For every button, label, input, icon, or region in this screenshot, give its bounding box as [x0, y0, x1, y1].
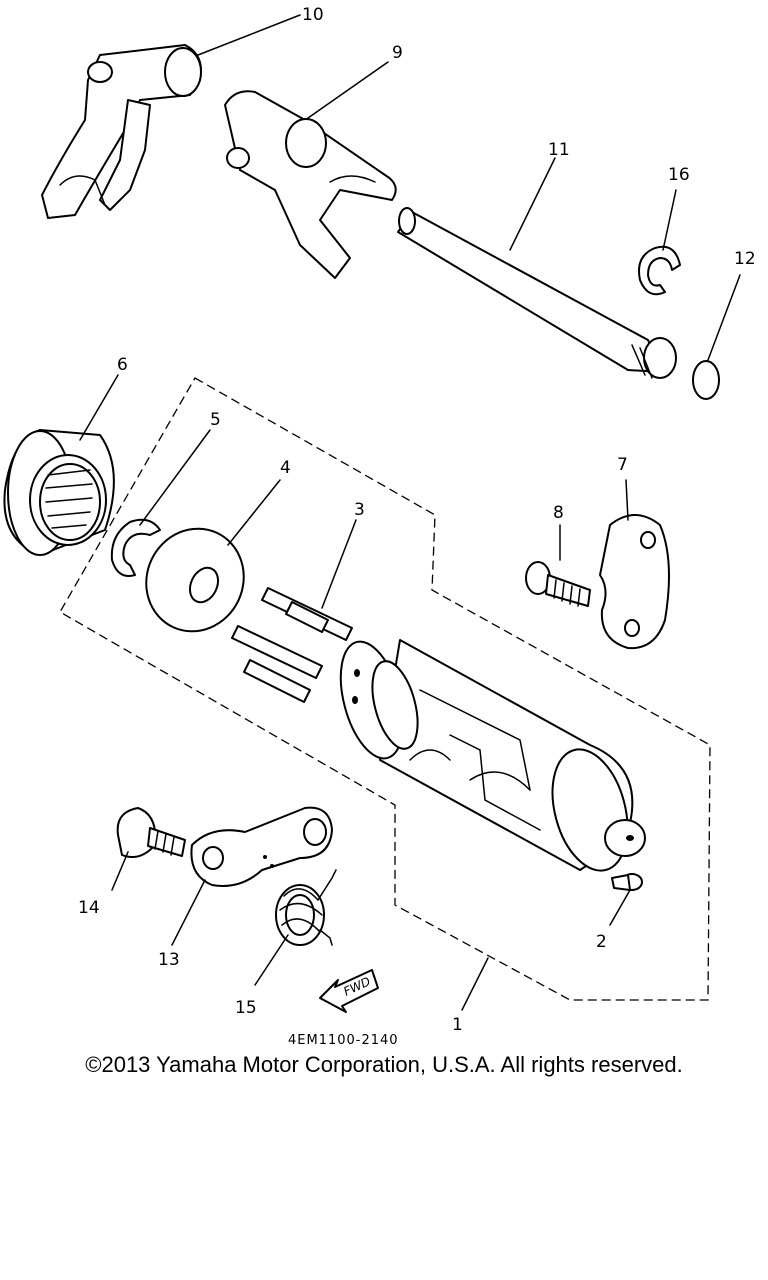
washer-4	[145, 527, 245, 633]
shift-fork-10	[41, 44, 202, 219]
callout-14: 14	[78, 898, 100, 918]
callout-8: 8	[553, 503, 564, 523]
circlip-16	[638, 245, 681, 296]
spring-15	[275, 869, 337, 946]
washer-12	[692, 360, 720, 400]
shift-cam-fork-exploded-diagram: FWD 10 9 11 16 12 6 5 4 3 7 8 14 13 15 2…	[3, 5, 756, 1048]
callout-3: 3	[354, 500, 365, 520]
callout-15: 15	[235, 998, 257, 1018]
stopper-plate-7	[599, 514, 670, 650]
callout-7: 7	[617, 455, 628, 475]
pins-3	[231, 587, 353, 703]
drawing-code: 4EM1100-2140	[288, 1033, 399, 1048]
pin-2	[611, 873, 643, 891]
callout-13: 13	[158, 950, 180, 970]
leader-lines	[79, 14, 741, 1011]
bolt-8	[525, 561, 591, 607]
callout-2: 2	[596, 932, 607, 952]
callout-1: 1	[452, 1015, 463, 1035]
shift-fork-9	[224, 90, 397, 279]
callout-11: 11	[548, 140, 570, 160]
bearing-6	[3, 429, 115, 556]
assembly-boundary-1	[59, 377, 711, 1001]
callout-5: 5	[210, 410, 221, 430]
bolt-14	[116, 807, 186, 858]
fwd-arrow: FWD	[319, 969, 379, 1013]
guide-bar-11	[397, 207, 677, 379]
callout-6: 6	[117, 355, 128, 375]
copyright-notice: ©2013 Yamaha Motor Corporation, U.S.A. A…	[85, 1052, 683, 1077]
circlip-5	[110, 518, 161, 577]
shift-drum	[339, 639, 646, 872]
callout-10: 10	[302, 5, 324, 25]
lever-13	[190, 806, 333, 887]
callout-9: 9	[392, 43, 403, 63]
callout-12: 12	[734, 249, 756, 269]
callout-4: 4	[280, 458, 291, 478]
callout-16: 16	[668, 165, 690, 185]
